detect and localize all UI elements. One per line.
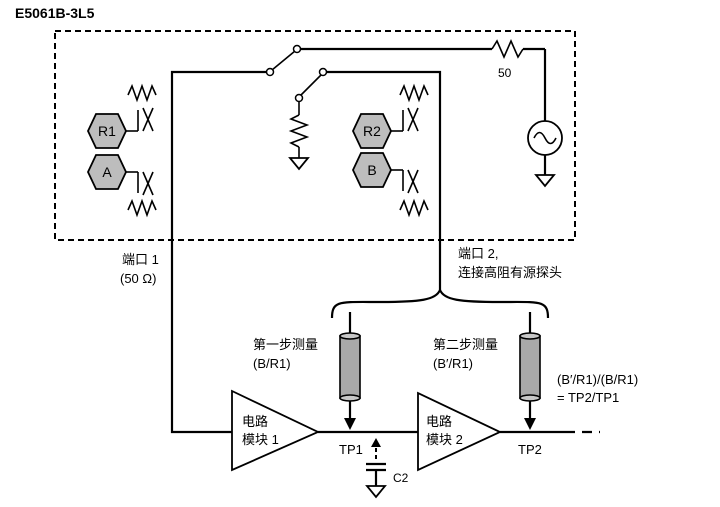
probe-brace	[330, 287, 550, 319]
receiver-r1-label: R1	[98, 123, 116, 139]
port1-label: 端口 1	[122, 252, 159, 267]
switch-blade-port1	[271, 50, 296, 71]
port-switch	[265, 44, 328, 171]
tp2-label: TP2	[518, 442, 542, 457]
step1-ratio: (B/R1)	[253, 356, 291, 371]
source-branch: 50	[300, 39, 563, 188]
circuit-block-2: 电路 模块 2	[417, 391, 503, 472]
circuit-block-1: 电路 模块 1	[231, 389, 321, 472]
termination-resistor	[288, 114, 310, 148]
circuit-block-2-triangle	[417, 391, 503, 472]
switch-blade-term	[299, 74, 322, 97]
capacitor-label: C2	[393, 471, 409, 485]
receiver-r2: R2	[352, 83, 429, 149]
arrow-up-icon	[371, 438, 381, 447]
probe-1-body	[339, 335, 361, 399]
receiver-r1: R1	[87, 83, 157, 149]
tp1-label: TP1	[339, 442, 363, 457]
step2-title: 第二步测量	[433, 337, 498, 352]
capacitor-c2: C2	[365, 438, 409, 499]
receiver-b-label: B	[367, 162, 376, 178]
port1-wire	[170, 70, 266, 434]
step2-ratio: (B′/R1)	[433, 356, 473, 371]
circuit-block-1-line2: 模块 1	[242, 432, 279, 447]
circuit-block-1-line1: 电路	[242, 414, 268, 429]
receiver-a: A	[87, 154, 157, 218]
probe-2-tip-icon	[524, 418, 536, 430]
instrument-enclosure	[54, 30, 576, 241]
receiver-r2-label: R2	[363, 123, 381, 139]
port2-wire	[327, 70, 442, 290]
probe-1-tip-icon	[344, 418, 356, 430]
circuit-block-2-line2: 模块 2	[426, 432, 463, 447]
lo-signal-icon	[127, 198, 157, 218]
lo-signal-icon	[399, 198, 429, 218]
circuit-block-1-triangle	[231, 389, 321, 472]
formula-line2: = TP2/TP1	[557, 390, 619, 405]
ground-icon	[288, 157, 310, 171]
probe-2-body	[519, 335, 541, 399]
probe-1	[339, 312, 361, 430]
port2-description: 连接高阻有源探头	[458, 265, 562, 280]
port1-impedance: (50 Ω)	[120, 271, 156, 286]
circuit-block-2-line1: 电路	[426, 414, 452, 429]
ground-icon	[365, 485, 387, 499]
source-resistor-label: 50	[498, 66, 512, 80]
receiver-a-label: A	[102, 164, 112, 180]
step1-title: 第一步测量	[253, 337, 318, 352]
probe-2	[519, 312, 541, 430]
lo-signal-icon	[127, 83, 157, 103]
port2-label: 端口 2,	[458, 246, 498, 261]
formula-line1: (B′/R1)/(B/R1)	[557, 372, 638, 387]
ground-icon	[534, 174, 556, 188]
source-resistor	[491, 39, 524, 59]
sine-wave-icon	[533, 131, 557, 145]
lo-signal-icon	[399, 83, 429, 103]
instrument-model-label: E5061B-3L5	[15, 5, 95, 21]
receiver-b: B	[352, 152, 429, 218]
